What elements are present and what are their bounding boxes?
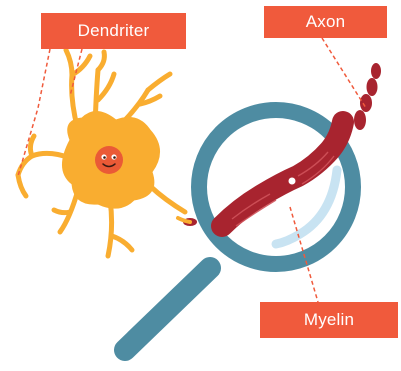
dendrite-branch	[112, 236, 132, 250]
dendrite-branch	[98, 74, 114, 100]
leader-line-axon	[322, 38, 366, 108]
axon-segment-left	[178, 218, 197, 226]
label-axon: Axon	[264, 6, 387, 38]
dendrite-branch	[98, 52, 104, 70]
label-dendrites: Dendriter	[41, 13, 186, 49]
dendrite-branch	[72, 56, 90, 75]
axon-segment-right	[354, 63, 381, 130]
dendrite-branch	[18, 175, 26, 196]
dendrite-branch	[148, 74, 170, 90]
smiling-face-icon	[95, 146, 123, 174]
dendrite-branch	[54, 210, 70, 213]
dendrite-branch	[30, 136, 34, 156]
dendrite-branch	[150, 186, 185, 212]
label-myelin: Myelin	[260, 302, 398, 338]
